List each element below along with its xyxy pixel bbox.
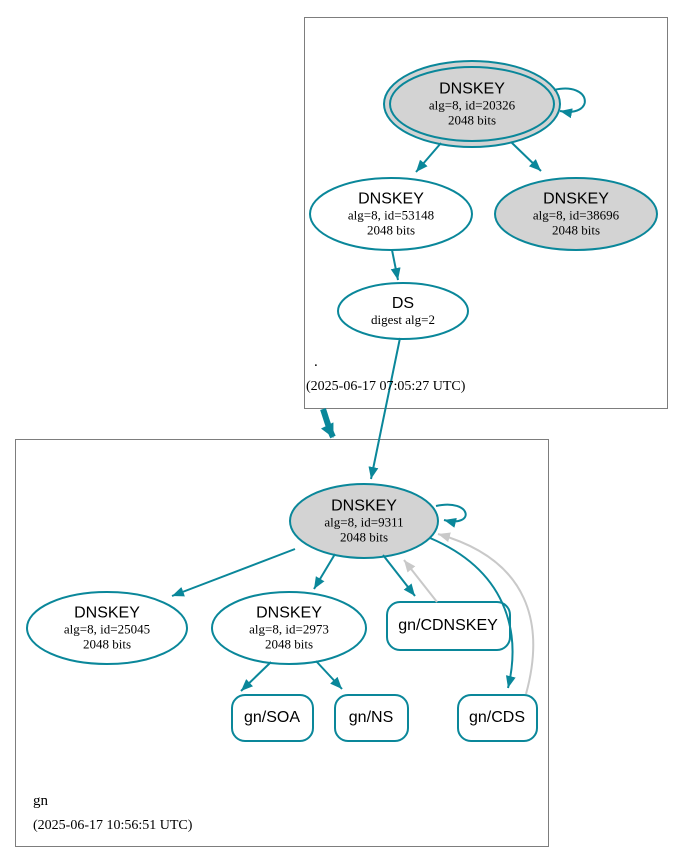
zone-root-timestamp: (2025-06-17 07:05:27 UTC)	[306, 379, 466, 394]
node-gn-cds-rect[interactable]	[457, 694, 538, 742]
edge-root-zsk-to-ds	[390, 249, 401, 281]
edge-gn-ksk-to-25045	[171, 548, 296, 597]
edge-cdnskey-to-gn-ksk	[403, 559, 438, 603]
edge-root-ksk-self-loop	[553, 87, 586, 119]
zone-gn-timestamp: (2025-06-17 10:56:51 UTC)	[33, 818, 193, 833]
edge-gn-ksk-to-2973	[313, 553, 336, 590]
node-root-ds-ellipse[interactable]	[337, 282, 469, 340]
node-gn-key-25045-ellipse[interactable]	[26, 591, 188, 665]
zone-root-name: .	[314, 354, 318, 370]
edge-root-ds-to-gn-ksk	[368, 337, 401, 480]
node-gn-ns-rect[interactable]	[334, 694, 409, 742]
node-gn-ksk-ellipse[interactable]	[289, 483, 439, 559]
edge-gn-ksk-to-cds	[429, 537, 516, 689]
node-root-ksk-inner-ring	[389, 66, 555, 142]
zone-gn-name: gn	[33, 793, 48, 809]
edge-2973-to-soa	[240, 661, 272, 692]
edge-delegation-root-to-gn	[320, 408, 336, 439]
node-gn-cdnskey-rect[interactable]	[386, 601, 511, 651]
edge-2973-to-ns	[315, 660, 343, 690]
node-root-ksk-ellipse[interactable]	[383, 60, 561, 148]
zone-box-root	[304, 17, 668, 409]
node-root-zsk-ellipse[interactable]	[309, 177, 473, 251]
edge-root-ksk-to-38696	[510, 141, 542, 172]
edge-root-ksk-to-zsk	[415, 142, 442, 173]
edge-gn-ksk-self-loop	[435, 503, 467, 528]
edge-gn-ksk-to-cdnskey	[382, 554, 416, 597]
zone-box-gn	[15, 439, 549, 847]
edge-cds-to-gn-ksk	[437, 532, 535, 695]
node-gn-soa-rect[interactable]	[231, 694, 314, 742]
node-root-key-38696-ellipse[interactable]	[494, 177, 658, 251]
node-gn-key-2973-ellipse[interactable]	[211, 591, 367, 665]
